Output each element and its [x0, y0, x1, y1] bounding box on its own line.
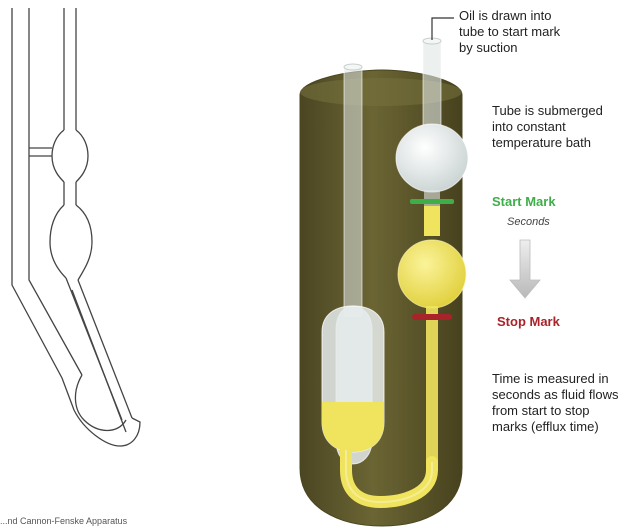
label-time-measured: Time is measured in seconds as fluid flo…: [492, 371, 618, 435]
label-oil-drawn: Oil is drawn into tube to start mark by …: [459, 8, 560, 56]
line-drawing-viscometer: [12, 8, 140, 446]
label-submerged: Tube is submerged into constant temperat…: [492, 103, 603, 151]
left-caption: ...nd Cannon-Fenske Apparatus: [0, 516, 128, 526]
label-stop-mark: Stop Mark: [497, 314, 560, 330]
stop-mark-band: [412, 314, 452, 320]
pointer-lines: [432, 18, 454, 40]
flow-arrow: [510, 240, 540, 298]
label-start-mark: Start Mark: [492, 194, 556, 210]
label-seconds: Seconds: [507, 214, 550, 230]
start-mark-band: [410, 199, 454, 204]
